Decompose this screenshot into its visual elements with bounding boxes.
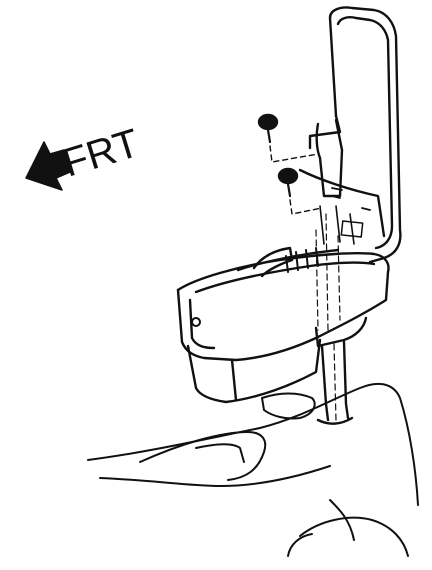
compartment-interior-insert — [252, 246, 294, 278]
lid-left-edge — [328, 16, 338, 118]
console-panel-top — [139, 431, 267, 481]
console-outline — [87, 382, 419, 506]
installation-guide-lines — [315, 213, 341, 331]
compartment-bracket — [314, 316, 368, 348]
compartment-ribs — [285, 247, 319, 273]
lid-clips — [331, 187, 371, 211]
post-center-line — [333, 343, 337, 421]
console-curve-detail — [287, 533, 313, 557]
bolt-lower-shank — [286, 182, 292, 198]
console-rib — [329, 499, 355, 541]
bolt-upper-guide — [269, 145, 319, 163]
armrest-lid — [298, 6, 402, 264]
lid-label-box — [340, 220, 364, 238]
console-slot — [261, 392, 316, 420]
console-curve-right — [299, 516, 409, 557]
bolt-upper-shank — [266, 128, 272, 144]
lid-inner-outline — [336, 16, 394, 250]
post-base — [316, 416, 354, 425]
front-direction-indicator: FRT — [25, 121, 145, 191]
bolt-lower — [277, 167, 323, 215]
mounting-bolts — [257, 113, 341, 331]
lid-underside-detail — [319, 205, 355, 245]
compartment-latch — [191, 317, 201, 327]
compartment-lower-bin — [186, 338, 322, 404]
lid-outer-outline — [328, 6, 402, 264]
console-panel-inner — [195, 443, 245, 463]
lid-hinge-strap — [308, 114, 342, 150]
post-left-edge — [320, 344, 330, 422]
bolt-lower-head — [277, 167, 299, 185]
front-label: FRT — [58, 121, 145, 186]
arrow-left-icon — [25, 141, 71, 191]
bolt-lower-guide — [289, 199, 323, 215]
bolt-upper — [257, 113, 319, 163]
console-edge-lower — [99, 465, 331, 487]
compartment-interior-back — [236, 248, 340, 272]
center-console-trim — [87, 382, 419, 557]
lid-underside-panel — [298, 168, 386, 238]
compartment-rim-inner — [194, 261, 376, 294]
support-post — [316, 340, 354, 425]
bolt-upper-head — [257, 113, 279, 131]
compartment-front-inset — [188, 298, 216, 350]
armrest-compartment-body — [176, 246, 390, 404]
compartment-front-face — [176, 270, 390, 362]
post-right-edge — [342, 340, 350, 420]
compartment-lower-bin-edge — [230, 358, 238, 402]
